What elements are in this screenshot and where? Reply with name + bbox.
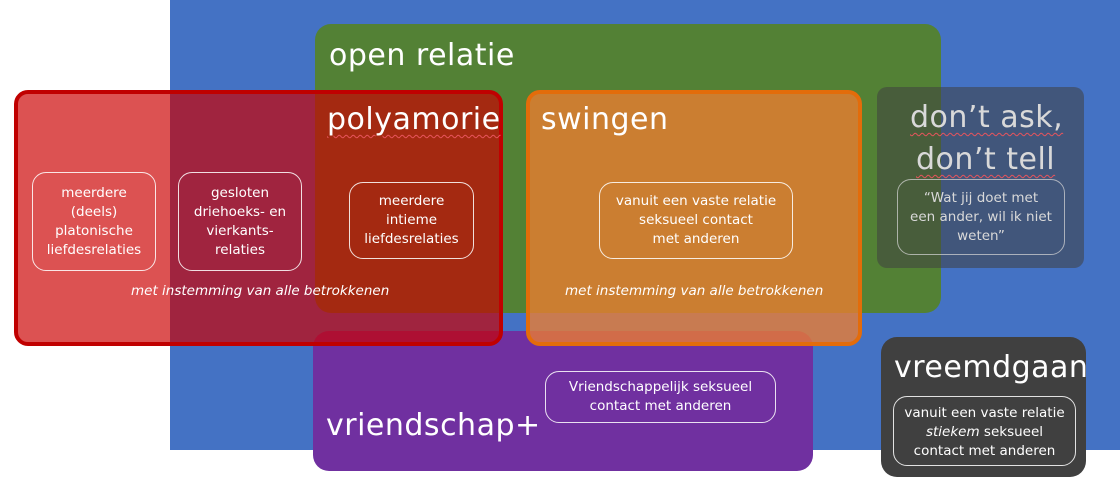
swingen-box <box>526 90 862 346</box>
vriendschap-description: Vriendschappelijk seksueel contact met a… <box>545 371 776 423</box>
swingen-note: met instemming van alle betrokkenen <box>565 283 824 299</box>
dont-ask-quote: “Wat jij doet met een ander, wil ik niet… <box>897 179 1065 255</box>
polyamorie-pill-closed: gesloten driehoeks- en vierkants- relati… <box>178 172 302 271</box>
dont-ask-box <box>877 87 1084 268</box>
vriendschap-title: vriendschap+ <box>326 408 541 443</box>
polyamorie-title: polyamorie <box>327 102 501 137</box>
vreemdgaan-title: vreemdgaan <box>894 350 1089 385</box>
dont-ask-title-line2: don’t tell <box>916 142 1056 177</box>
dont-ask-title-line1: don’t ask, <box>910 100 1064 135</box>
open-relatie-title: open relatie <box>329 38 515 73</box>
vriendschap-box <box>313 331 813 471</box>
polyamorie-pill-intimate: meerdere intieme liefdesrelaties <box>349 182 474 259</box>
vreemdgaan-line1: vanuit een vaste relatie <box>904 405 1065 421</box>
polyamorie-pill-platonic: meerdere (deels) platonische liefdesrela… <box>32 172 156 271</box>
polyamorie-note: met instemming van alle betrokkenen <box>131 283 390 299</box>
vreemdgaan-emphasis: stiekem <box>925 424 980 440</box>
polyamorie-box <box>14 90 503 346</box>
swingen-title: swingen <box>541 102 669 137</box>
vreemdgaan-description: vanuit een vaste relatie stiekem seksuee… <box>893 396 1076 466</box>
vreemdgaan-line2: seksueel <box>979 424 1044 440</box>
swingen-description: vanuit een vaste relatie seksueel contac… <box>599 182 793 259</box>
vreemdgaan-line3: contact met anderen <box>913 443 1056 459</box>
